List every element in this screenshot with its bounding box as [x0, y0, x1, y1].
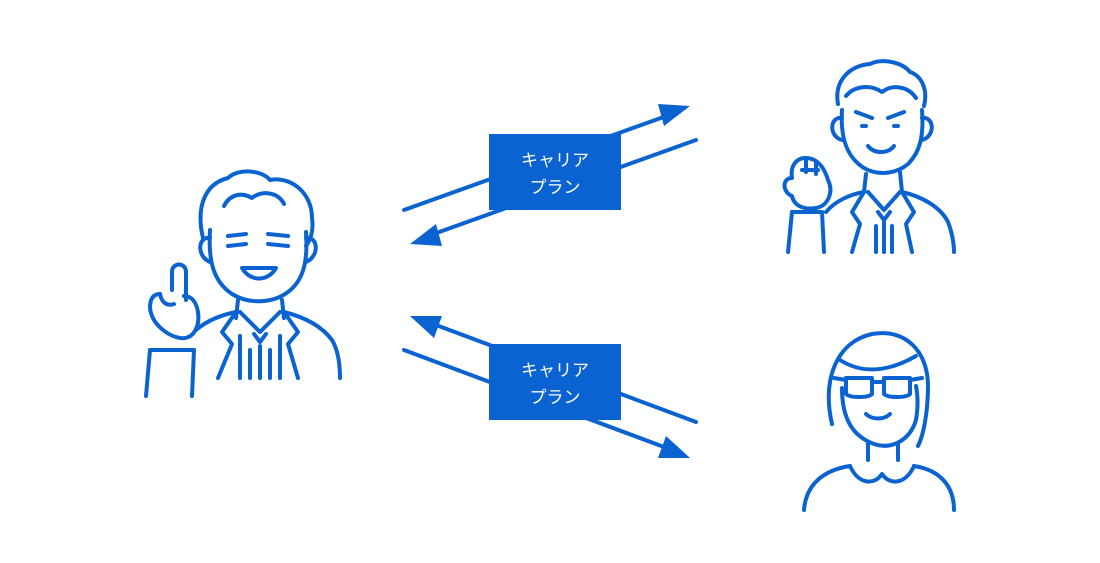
label-bottom-line1: キャリア — [521, 361, 589, 381]
arrow-head-to-woman — [658, 436, 690, 458]
career-plan-label-bottom: キャリア プラン — [489, 344, 621, 420]
label-top-line2: プラン — [530, 178, 581, 198]
woman-glasses-icon — [802, 331, 956, 512]
career-plan-label-top: キャリア プラン — [489, 134, 621, 210]
arrow-head-to-senior-man-top — [410, 224, 442, 246]
label-box-bottom — [489, 344, 621, 420]
young-man-fist-icon — [782, 59, 956, 254]
label-top-line1: キャリア — [521, 151, 589, 171]
arrow-head-to-young-man — [658, 104, 690, 126]
label-bottom-line2: プラン — [530, 388, 581, 408]
label-box-top — [489, 134, 621, 210]
senior-man-pointing-icon — [144, 169, 342, 398]
arrow-head-to-senior-man-bottom — [410, 316, 442, 338]
